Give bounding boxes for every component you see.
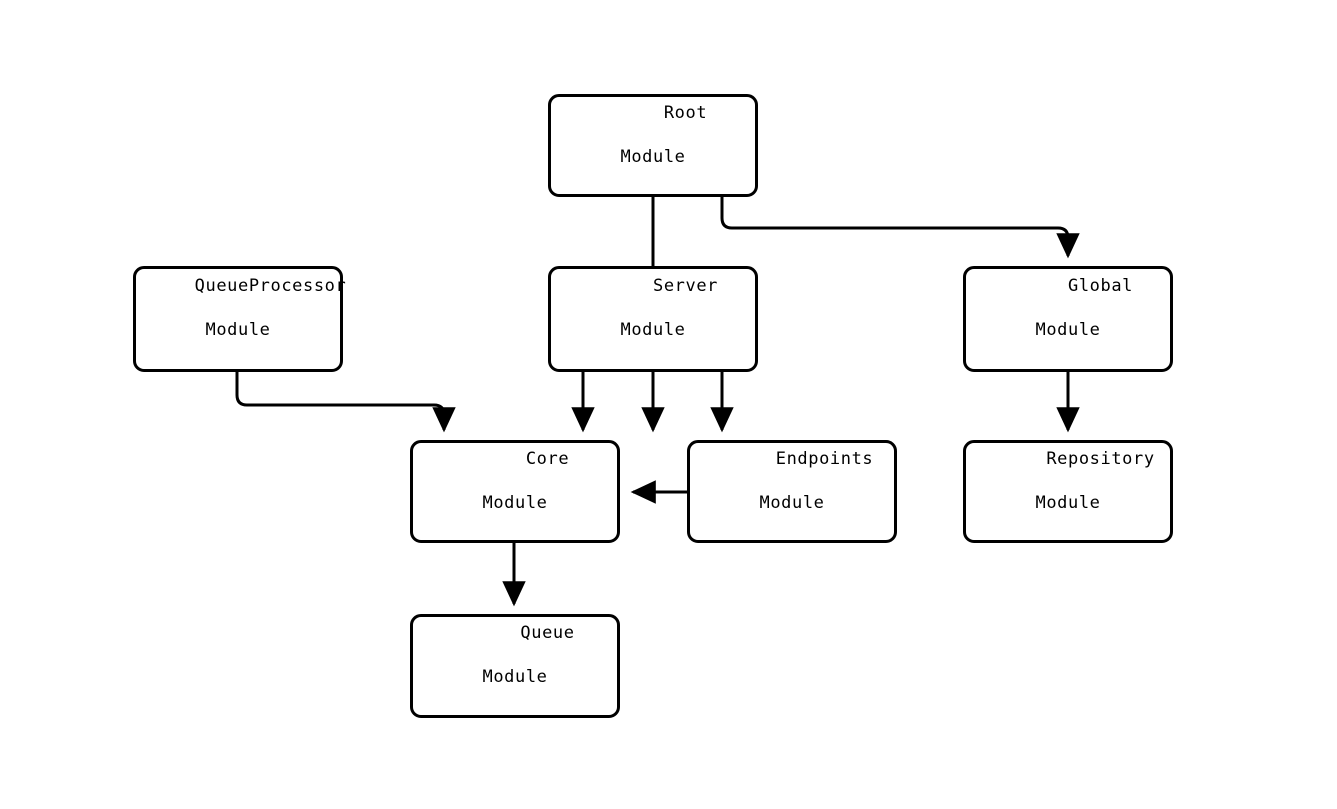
node-global-module-line1: Global — [1068, 276, 1134, 296]
node-server-module-line2: Module — [620, 320, 686, 340]
node-server-module-label: Server Module — [588, 253, 718, 385]
node-server-module[interactable]: Server Module — [548, 266, 758, 372]
edge-root-to-global — [720, 197, 1080, 259]
node-endpoints-module-label: Endpoints Module — [711, 426, 874, 558]
node-global-module[interactable]: Global Module — [963, 266, 1173, 372]
node-endpoints-module[interactable]: Endpoints Module — [687, 440, 897, 543]
node-endpoints-module-line2: Module — [759, 492, 825, 513]
node-queueprocessor-module-label: QueueProcessor Module — [130, 253, 347, 385]
node-root-module[interactable]: Root Module — [548, 94, 758, 197]
node-repository-module[interactable]: Repository Module — [963, 440, 1173, 543]
node-queue-module[interactable]: Queue Module — [410, 614, 620, 718]
node-server-module-line1: Server — [653, 276, 719, 296]
node-queue-module-line2: Module — [482, 667, 548, 687]
node-core-module-line2: Module — [482, 492, 548, 513]
node-queueprocessor-module-line1: QueueProcessor — [194, 276, 347, 296]
node-queueprocessor-module-line2: Module — [205, 320, 271, 340]
node-queue-module-line1: Queue — [520, 623, 575, 643]
node-core-module[interactable]: Core Module — [410, 440, 620, 543]
node-root-module-line2: Module — [620, 146, 686, 167]
node-global-module-label: Global Module — [1003, 253, 1133, 385]
node-repository-module-line1: Repository — [1046, 448, 1155, 469]
node-global-module-line2: Module — [1035, 320, 1101, 340]
node-core-module-label: Core Module — [461, 426, 569, 558]
node-root-module-line1: Root — [663, 102, 708, 123]
node-root-module-label: Root Module — [599, 80, 707, 212]
node-queueprocessor-module[interactable]: QueueProcessor Module — [133, 266, 346, 372]
node-repository-module-line2: Module — [1035, 492, 1101, 513]
node-queue-module-label: Queue Module — [455, 600, 574, 732]
node-repository-module-label: Repository Module — [981, 426, 1154, 558]
node-core-module-line1: Core — [525, 448, 570, 469]
node-endpoints-module-line1: Endpoints — [775, 448, 874, 469]
